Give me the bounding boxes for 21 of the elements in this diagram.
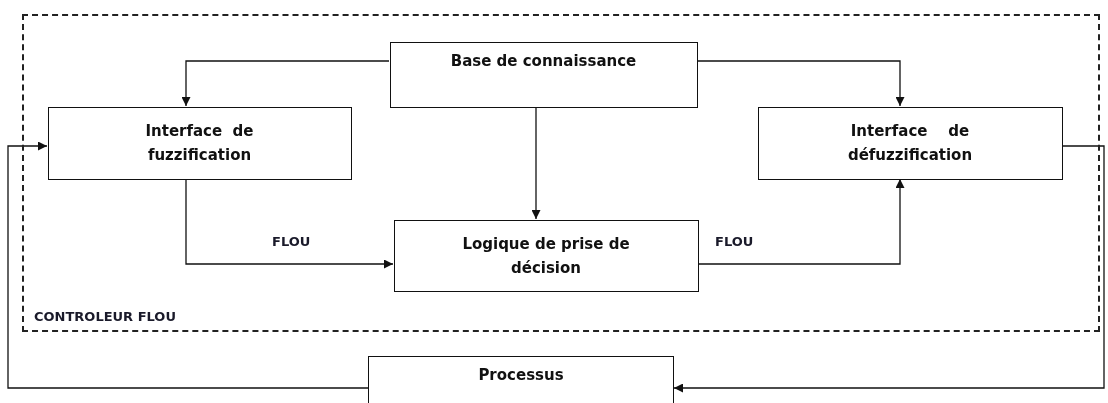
arrow [531, 106, 541, 220]
group-title: CONTROLEUR FLOU [34, 309, 176, 324]
box-label: Logique de prise de décision [461, 233, 631, 279]
arrow [181, 60, 390, 107]
arrow [7, 141, 369, 389]
box-label: Base de connaissance [450, 50, 637, 72]
process-box [389, 41, 698, 108]
process-box [368, 356, 674, 403]
controller-group [22, 14, 1100, 332]
process-box [757, 106, 1063, 180]
edge-label: FLOU [713, 234, 756, 249]
box-label: Processus [478, 365, 564, 386]
arrow [696, 60, 905, 107]
arrow [185, 178, 394, 269]
arrow [673, 145, 1105, 393]
box-label: Interface de fuzzification [144, 121, 255, 166]
process-box [47, 106, 352, 180]
box-label: Interface de défuzzification [846, 121, 974, 166]
arrow [697, 178, 905, 265]
edge-label: FLOU [270, 234, 313, 249]
process-box [393, 219, 699, 292]
